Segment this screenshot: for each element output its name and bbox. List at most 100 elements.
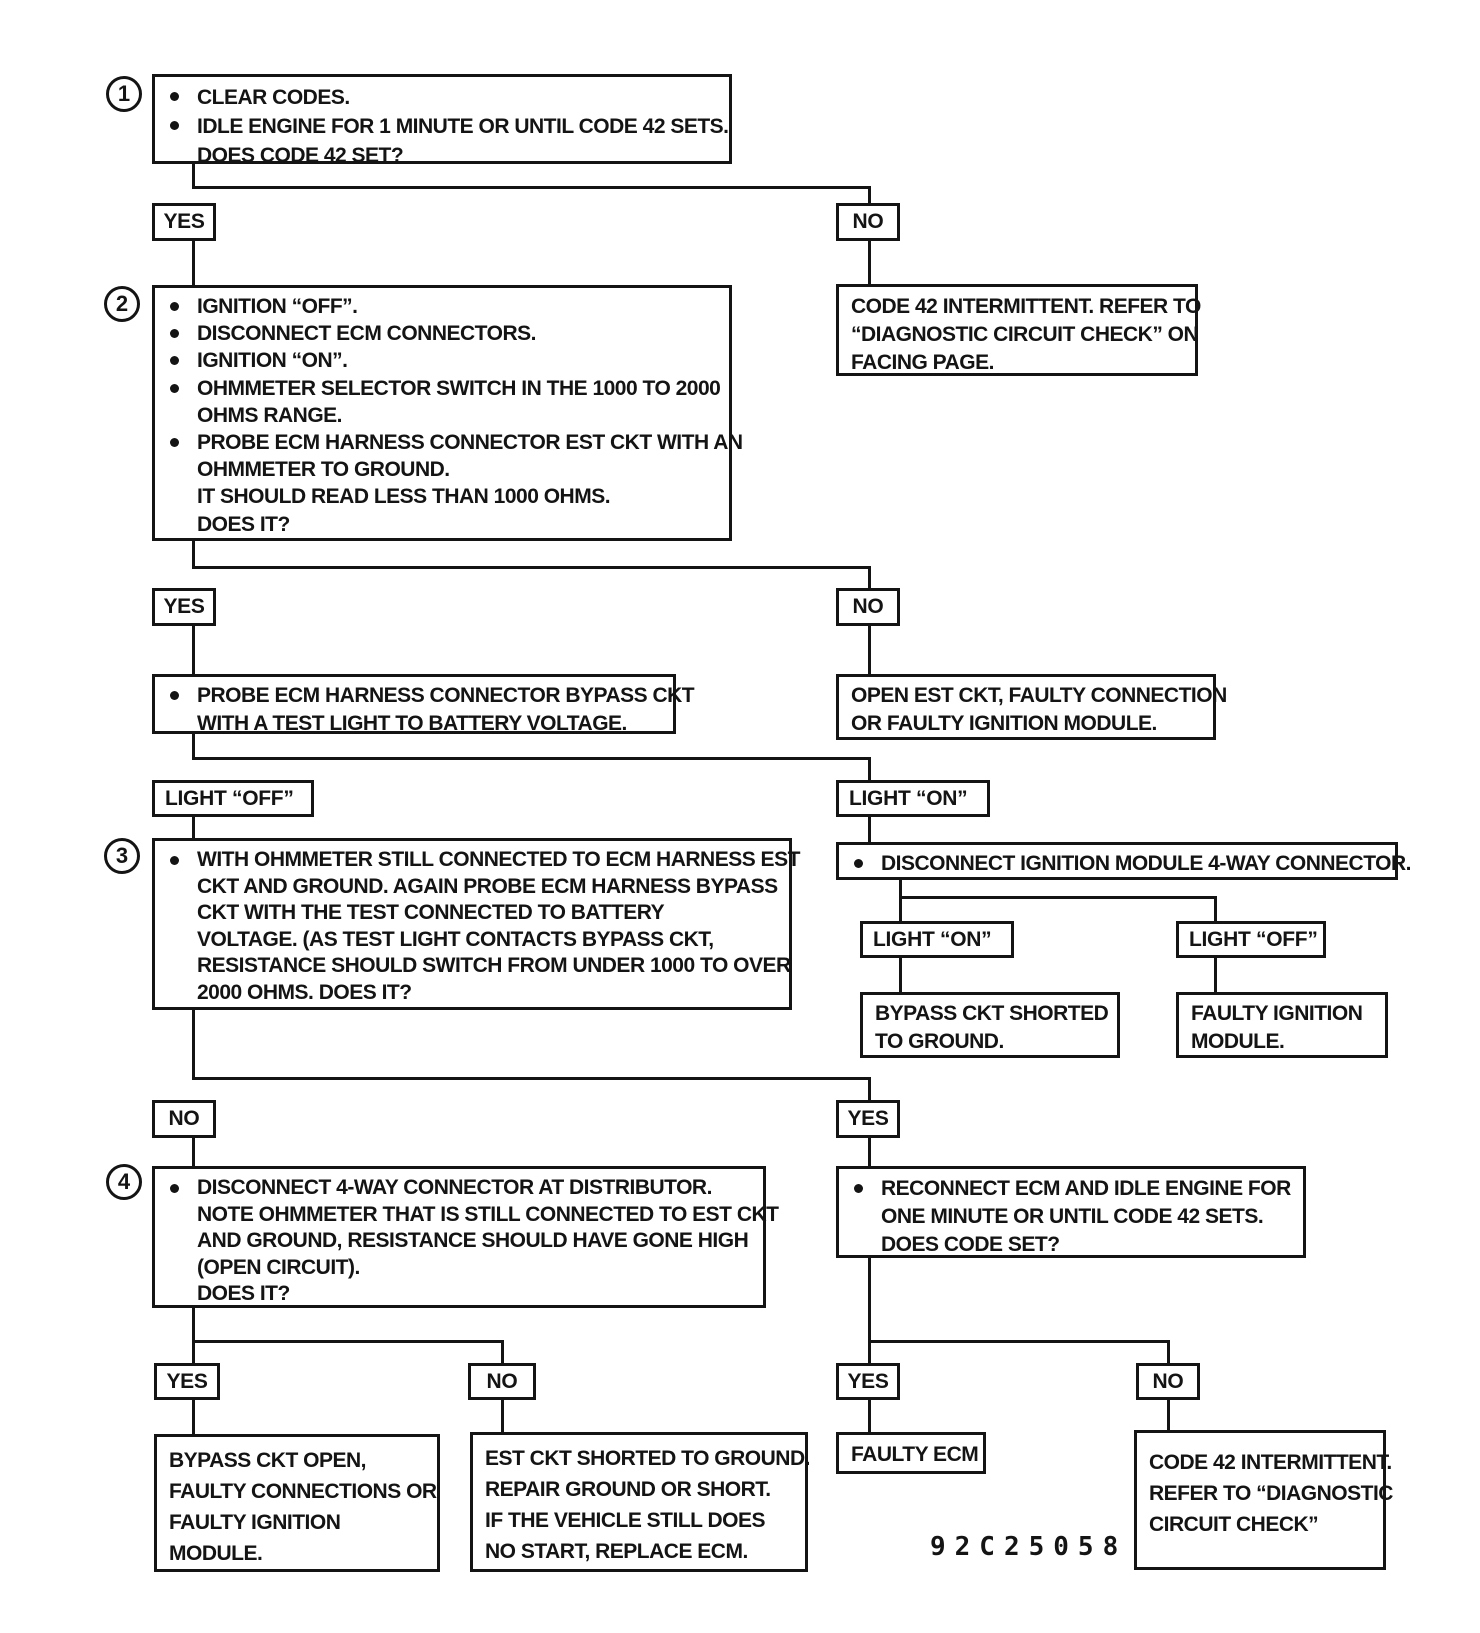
branch-label-yes: YES [836, 1100, 900, 1138]
branch-label-light-off: LIGHT “OFF” [152, 780, 314, 817]
text-line: REFER TO “DIAGNOSTIC [1149, 1482, 1393, 1505]
text-line: (OPEN CIRCUIT). [197, 1255, 360, 1279]
text-line: RESISTANCE SHOULD SWITCH FROM UNDER 1000… [197, 954, 791, 977]
step-1-circle: 1 [106, 76, 142, 112]
text-line: DISCONNECT ECM CONNECTORS. [155, 320, 729, 347]
branch-label-no: NO [836, 588, 900, 626]
connector-line [868, 1077, 871, 1102]
text-line: CLEAR CODES. [155, 83, 729, 112]
step-2-circle: 2 [104, 286, 140, 322]
text-line: PROBE ECM HARNESS CONNECTOR BYPASS CKT [155, 682, 695, 710]
branch-label-light-off: LIGHT “OFF” [1176, 921, 1326, 958]
connector-line [868, 1398, 871, 1434]
connector-line [868, 566, 871, 590]
connector-line [1167, 1398, 1170, 1432]
connector-line [192, 1342, 195, 1363]
text-line: RECONNECT ECM AND IDLE ENGINE FOR [839, 1175, 1303, 1203]
text-line: DISCONNECT IGNITION MODULE 4-WAY CONNECT… [839, 850, 1412, 877]
disconnect-ignition-module-box: DISCONNECT IGNITION MODULE 4-WAY CONNECT… [836, 842, 1412, 880]
text-line: DOES IT? [197, 512, 290, 536]
est-shorted-box: EST CKT SHORTED TO GROUND. REPAIR GROUND… [470, 1432, 810, 1572]
connector-line [899, 896, 1217, 899]
connector-line [192, 539, 195, 568]
text-line: IGNITION “ON”. [155, 347, 729, 374]
text-line: OR FAULTY IGNITION MODULE. [851, 712, 1157, 735]
connector-line [192, 1306, 195, 1342]
text-line: MODULE. [1191, 1030, 1285, 1053]
text-line: DOES CODE 42 SET? [197, 144, 404, 167]
branch-label-yes: YES [152, 203, 216, 241]
text-line: FACING PAGE. [851, 351, 994, 374]
branch-label-yes: YES [154, 1363, 220, 1400]
text-line: MODULE. [169, 1542, 263, 1565]
connector-line [868, 186, 871, 205]
code42-intermittent-facing-page-box: CODE 42 INTERMITTENT. REFER TO “DIAGNOST… [836, 284, 1201, 376]
connector-line [868, 757, 871, 782]
text-line: DISCONNECT 4-WAY CONNECTOR AT DISTRIBUTO… [155, 1175, 763, 1202]
text-line: CKT AND GROUND. AGAIN PROBE ECM HARNESS … [197, 874, 778, 898]
connector-line [868, 240, 871, 286]
text-line: NOTE OHMMETER THAT IS STILL CONNECTED TO… [197, 1202, 779, 1226]
step-3-circle: 3 [104, 838, 140, 874]
text-line: NO START, REPLACE ECM. [485, 1540, 748, 1563]
connector-line [501, 1398, 504, 1432]
connector-line [868, 1136, 871, 1168]
connector-line [192, 566, 871, 569]
connector-line [192, 624, 195, 676]
branch-label-no: NO [1136, 1363, 1200, 1400]
connector-line [1214, 956, 1217, 992]
text-line: DOES IT? [197, 1282, 290, 1305]
text-line: BYPASS CKT OPEN, [169, 1449, 366, 1472]
connector-line [192, 1136, 195, 1168]
text-line: OHMMETER TO GROUND. [197, 458, 450, 482]
text-line: EST CKT SHORTED TO GROUND. [485, 1447, 810, 1470]
open-est-ckt-box: OPEN EST CKT, FAULTY CONNECTION OR FAULT… [836, 674, 1227, 740]
branch-label-yes: YES [152, 588, 216, 626]
connector-line [899, 956, 902, 992]
connector-line [192, 240, 195, 287]
connector-line [192, 1340, 504, 1343]
text-line: BYPASS CKT SHORTED [875, 1002, 1109, 1025]
connector-line [868, 1342, 871, 1363]
text-line: CODE 42 INTERMITTENT. [1149, 1451, 1392, 1474]
step1-box: CLEAR CODES. IDLE ENGINE FOR 1 MINUTE OR… [152, 74, 732, 167]
reconnect-ecm-box: RECONNECT ECM AND IDLE ENGINE FOR ONE MI… [836, 1166, 1306, 1258]
branch-label-no: NO [152, 1100, 216, 1138]
step3-box: WITH OHMMETER STILL CONNECTED TO ECM HAR… [152, 838, 800, 1010]
connector-line [192, 1398, 195, 1434]
branch-label-light-on: LIGHT “ON” [860, 921, 1014, 958]
connector-line [192, 162, 195, 188]
text-line: ONE MINUTE OR UNTIL CODE 42 SETS. [881, 1205, 1264, 1228]
text-line: REPAIR GROUND OR SHORT. [485, 1478, 771, 1501]
connector-line [192, 186, 871, 189]
step-4-circle: 4 [106, 1164, 142, 1200]
text-line: FAULTY IGNITION [169, 1511, 341, 1534]
text-line: TO GROUND. [875, 1030, 1004, 1053]
faulty-ecm-box: FAULTY ECM [836, 1432, 986, 1474]
text-line: VOLTAGE. (AS TEST LIGHT CONTACTS BYPASS … [197, 927, 714, 951]
text-line: DOES CODE SET? [881, 1233, 1060, 1256]
step4-box: DISCONNECT 4-WAY CONNECTOR AT DISTRIBUTO… [152, 1166, 779, 1308]
text-line: FAULTY IGNITION [1191, 1002, 1363, 1025]
figure-number: 92C25058 [930, 1532, 1128, 1562]
branch-label-light-on: LIGHT “ON” [836, 780, 990, 817]
bypass-open-box: BYPASS CKT OPEN, FAULTY CONNECTIONS OR F… [154, 1434, 440, 1572]
connector-line [868, 1256, 871, 1342]
connector-line [1214, 896, 1217, 923]
text-line: IF THE VEHICLE STILL DOES [485, 1509, 765, 1532]
connector-line [1167, 1342, 1170, 1363]
text-line: AND GROUND, RESISTANCE SHOULD HAVE GONE … [197, 1229, 749, 1252]
text-line: OPEN EST CKT, FAULTY CONNECTION [851, 684, 1227, 707]
branch-label-no: NO [468, 1363, 536, 1400]
connector-line [868, 1340, 1170, 1343]
text-line: IGNITION “OFF”. [155, 293, 729, 320]
text-line: 2000 OHMS. DOES IT? [197, 980, 412, 1004]
text-line: IDLE ENGINE FOR 1 MINUTE OR UNTIL CODE 4… [155, 112, 729, 141]
connector-line [868, 624, 871, 676]
code42-intermittent-box: CODE 42 INTERMITTENT. REFER TO “DIAGNOST… [1134, 1430, 1393, 1570]
text-line: CKT WITH THE TEST CONNECTED TO BATTERY [197, 901, 665, 924]
text-line: “DIAGNOSTIC CIRCUIT CHECK” ON [851, 323, 1199, 346]
connector-line [192, 1008, 195, 1079]
step2-box: IGNITION “OFF”. DISCONNECT ECM CONNECTOR… [152, 285, 743, 541]
